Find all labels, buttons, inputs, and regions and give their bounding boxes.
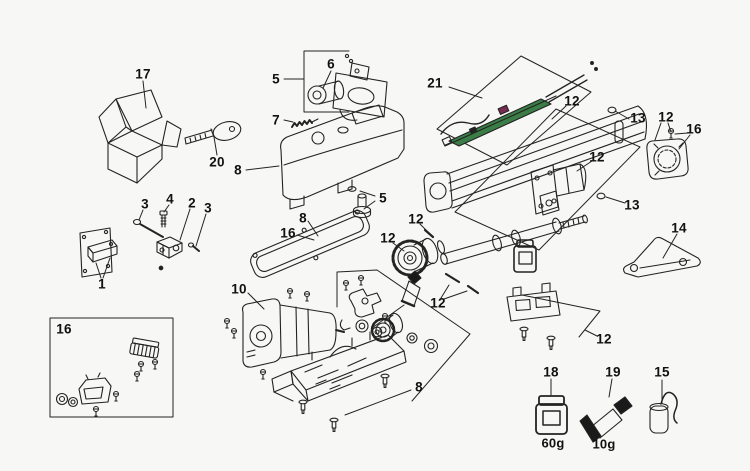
callout-13-mid: 13 [624, 197, 640, 213]
packaging-box [98, 89, 182, 184]
callout-12-pins: 12 [430, 295, 446, 311]
spring [291, 118, 319, 128]
callout-12-pin: 12 [408, 211, 424, 227]
base-housing [271, 331, 407, 433]
mounting-bracket [506, 282, 561, 351]
control-board [440, 61, 598, 147]
lead-screw [440, 214, 588, 265]
callout-2: 2 [188, 195, 196, 211]
callout-8-gasket: 8 [299, 210, 307, 226]
callout-8-base: 8 [415, 379, 423, 395]
rail-profile [423, 105, 647, 213]
accessory-kit [55, 337, 160, 417]
gearmotor-assembly [530, 163, 587, 216]
callout-15: 15 [654, 364, 670, 380]
pin-and-rings [596, 106, 624, 200]
callout-8-cover: 8 [234, 162, 242, 178]
callout-12-bracket: 12 [596, 331, 612, 347]
panel-frames [49, 50, 641, 418]
callout-16-endcap: 16 [686, 121, 702, 137]
roll-pins [423, 228, 480, 295]
drive-gear [391, 237, 446, 277]
motor [223, 287, 345, 380]
grease-jar [535, 395, 568, 435]
callout-7: 7 [272, 112, 280, 128]
callout-14: 14 [671, 220, 687, 236]
grease-tube-weight-label: 10g [592, 436, 616, 452]
callout-3-right: 3 [204, 200, 212, 216]
mounting-plate [79, 227, 118, 278]
callout-16-box: 16 [56, 321, 72, 337]
bracket-arm [623, 236, 701, 278]
callout-13-top: 13 [630, 110, 646, 126]
capacitor [649, 391, 678, 434]
hardware-inset [339, 274, 389, 338]
callout-12-rail: 12 [564, 93, 580, 109]
callout-6: 6 [327, 56, 335, 72]
callout-21: 21 [427, 75, 443, 91]
callout-12-motor: 12 [589, 149, 605, 165]
release-pin [347, 186, 372, 219]
release-lock-assembly [307, 53, 388, 121]
end-cap [646, 127, 689, 180]
callout-5-lock: 5 [272, 71, 280, 87]
clevis-kit [132, 210, 200, 271]
callout-19: 19 [605, 364, 621, 380]
callout-12-endcap: 12 [658, 109, 674, 125]
callout-16-gasket: 16 [280, 225, 296, 241]
callout-17: 17 [135, 66, 151, 82]
callout-1: 1 [98, 276, 106, 292]
grease-tube [579, 396, 633, 443]
grease-jar-weight-label: 60g [541, 435, 565, 451]
callout-4: 4 [166, 191, 174, 207]
callout-3-left: 3 [141, 196, 149, 212]
grease-jar-icon [513, 239, 537, 273]
callout-20: 20 [209, 154, 225, 170]
top-cover-housing [280, 104, 405, 210]
release-key [184, 121, 242, 145]
callout-12-gear: 12 [380, 230, 396, 246]
callout-10: 10 [231, 281, 247, 297]
callout-5-pin: 5 [379, 190, 387, 206]
callout-18: 18 [543, 364, 559, 380]
gasket [250, 209, 370, 278]
